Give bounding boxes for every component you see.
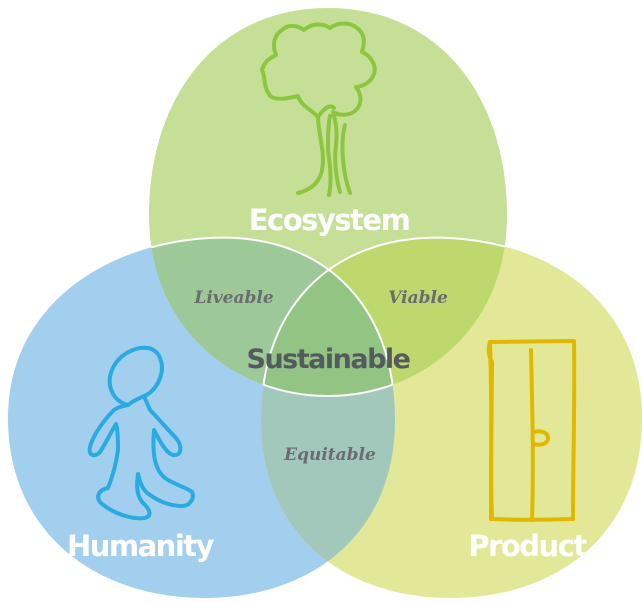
ecosystem-label: Ecosystem (249, 203, 410, 237)
equitable-label: Equitable (283, 445, 376, 465)
tree-icon (260, 21, 377, 197)
person-walking-icon (87, 345, 195, 521)
door-icon (486, 339, 577, 522)
sustainable-label: Sustainable (247, 344, 410, 375)
product-label: Product (468, 529, 587, 563)
liveable-label: Liveable (193, 288, 273, 308)
humanity-label: Humanity (67, 529, 215, 563)
viable-label: Viable (388, 288, 448, 308)
